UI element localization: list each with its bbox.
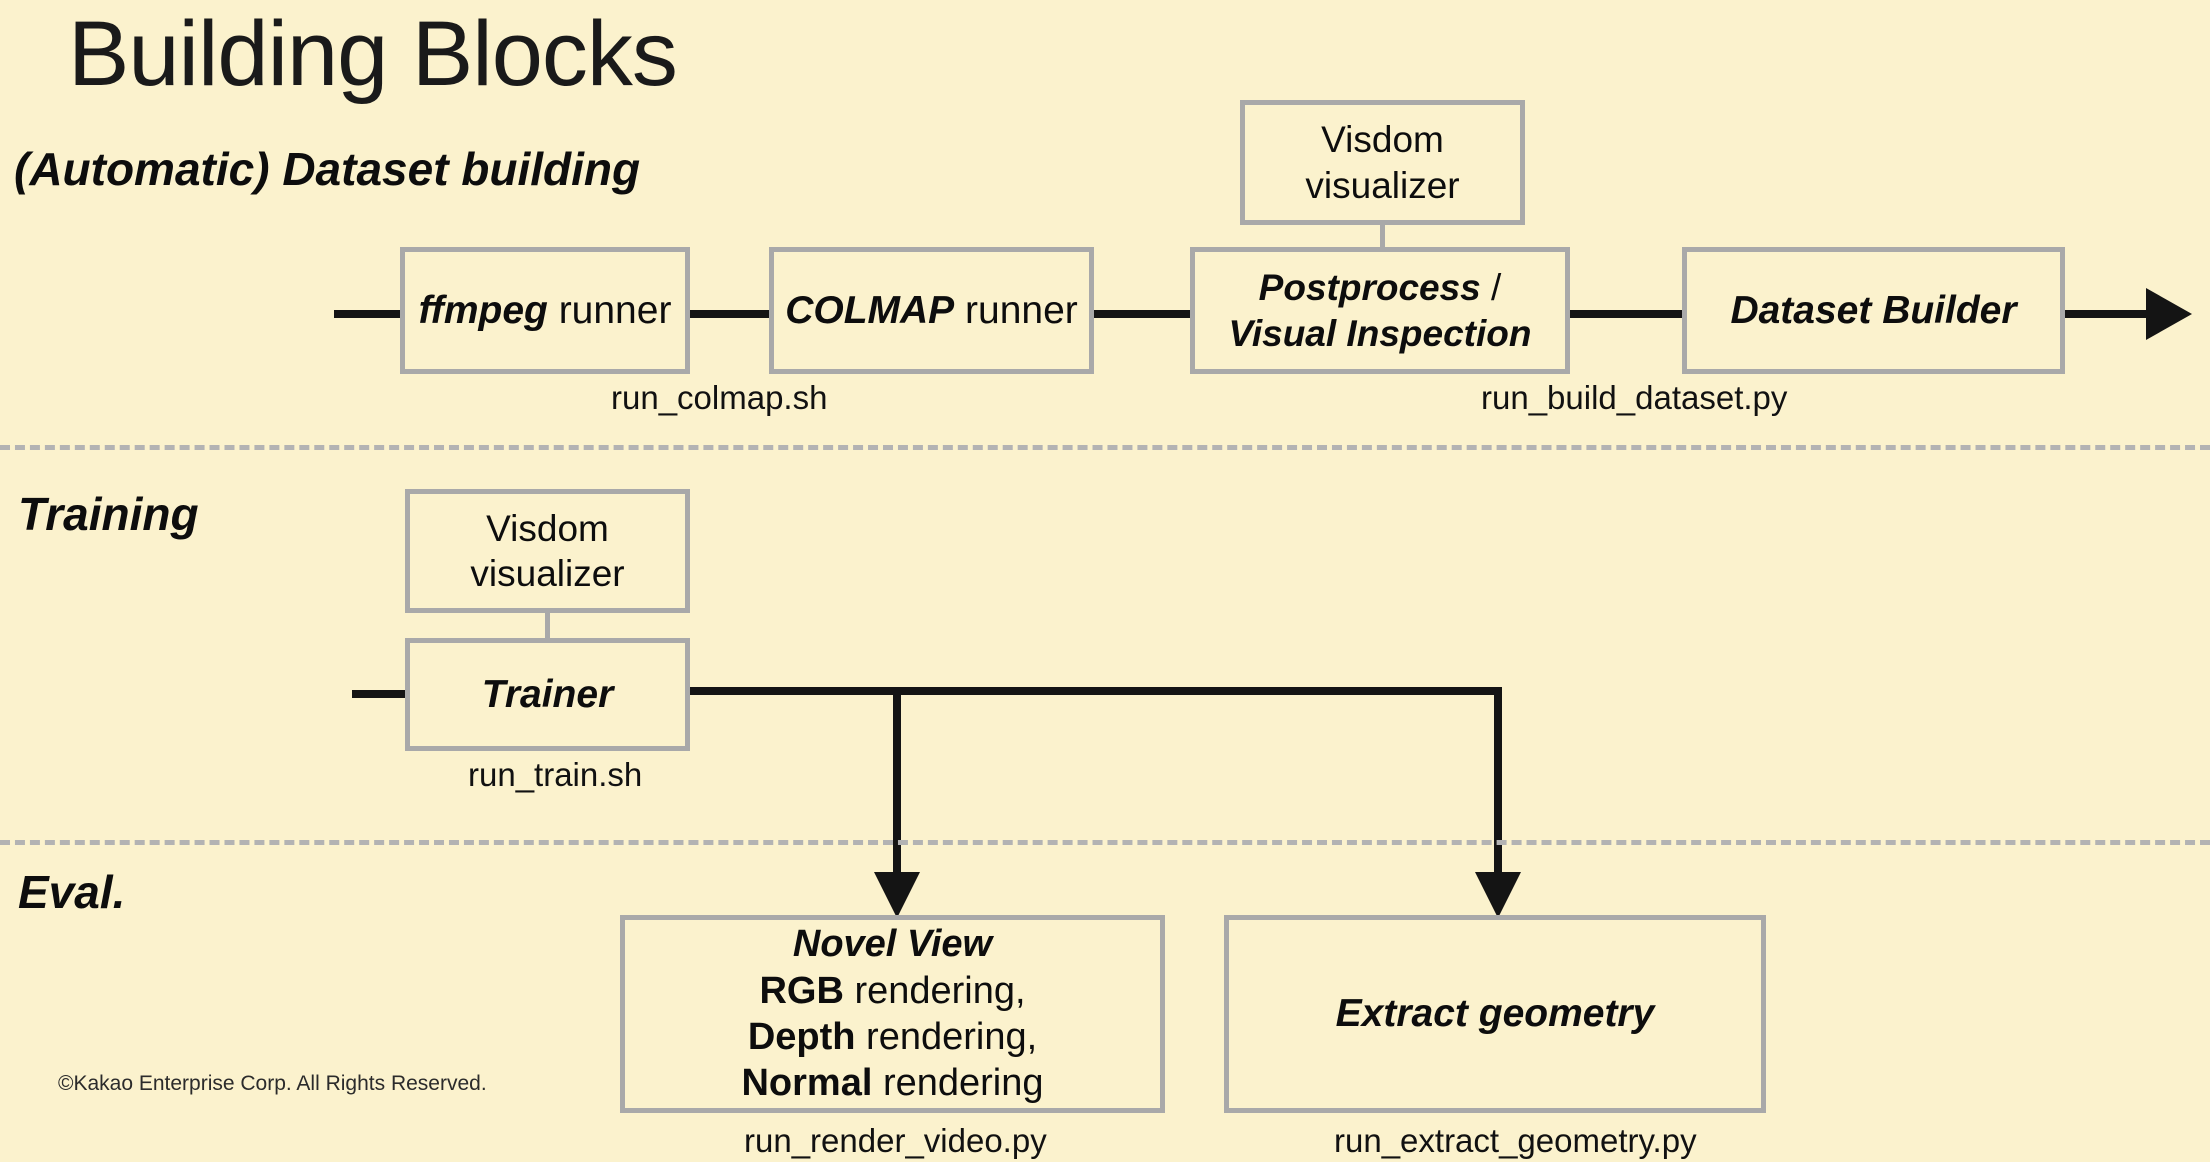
arrowhead-extract-geometry [1475, 872, 1521, 918]
connector-ffmpeg-to-colmap [690, 310, 769, 318]
connector-visdom-to-postprocess [1380, 225, 1385, 249]
section-heading-eval: Eval. [18, 866, 126, 918]
pipeline-exit-line [2065, 310, 2161, 318]
node-ffmpeg-runner[interactable]: ffmpeg runner [400, 247, 690, 374]
novel-view-depth-emph: Depth [747, 1016, 856, 1058]
node-visdom-visualizer-training[interactable]: Visdom visualizer [405, 489, 690, 613]
colmap-rest: runner [954, 288, 1078, 332]
dataset-builder-label: Dataset Builder [1730, 288, 2017, 332]
node-postprocess-visual-inspection[interactable]: Postprocess / Visual Inspection [1190, 247, 1570, 374]
postprocess-slash: / [1480, 267, 1502, 309]
visdom-line2: visualizer [1305, 164, 1460, 206]
caption-run-extract-geometry: run_extract_geometry.py [1334, 1122, 1697, 1159]
section-heading-training: Training [18, 488, 199, 540]
connector-postprocess-to-builder [1570, 310, 1682, 318]
trainer-label: Trainer [481, 672, 614, 716]
connector-visdom-to-trainer [545, 613, 550, 638]
postprocess-emph: Postprocess [1258, 267, 1481, 309]
divider-training-eval [0, 840, 2210, 845]
node-visdom-visualizer-dataset[interactable]: Visdom visualizer [1240, 100, 1525, 225]
node-trainer[interactable]: Trainer [405, 638, 690, 751]
section-heading-dataset-building: (Automatic) Dataset building [14, 143, 641, 195]
novel-view-rgb-rest: rendering, [843, 969, 1026, 1012]
caption-run-colmap: run_colmap.sh [611, 379, 828, 416]
visdom-line1: Visdom [1321, 119, 1444, 161]
node-extract-geometry[interactable]: Extract geometry [1224, 915, 1766, 1113]
connector-colmap-to-postprocess [1094, 310, 1190, 318]
ffmpeg-rest: runner [547, 288, 672, 332]
training-entry-line [352, 690, 405, 698]
copyright-notice: ©Kakao Enterprise Corp. All Rights Reser… [58, 1072, 487, 1095]
novel-view-normal-emph: Normal [741, 1062, 873, 1105]
novel-view-depth-rest: rendering, [855, 1016, 1038, 1058]
branch-down-extract-geometry [1494, 687, 1502, 878]
node-novel-view[interactable]: Novel View RGB rendering, Depth renderin… [620, 915, 1165, 1113]
novel-view-title: Novel View [792, 923, 993, 966]
caption-run-build-dataset: run_build_dataset.py [1481, 379, 1788, 416]
page-title: Building Blocks [68, 3, 678, 105]
visdom-train-line2: visualizer [470, 553, 625, 594]
colmap-emph: COLMAP [785, 288, 955, 332]
visdom-train-line1: Visdom [486, 507, 609, 549]
ffmpeg-emph: ffmpeg [418, 288, 548, 332]
branch-down-novel-view [893, 687, 901, 878]
novel-view-normal-rest: rendering [872, 1062, 1044, 1105]
node-colmap-runner[interactable]: COLMAP runner [769, 247, 1094, 374]
caption-run-render-video: run_render_video.py [744, 1122, 1047, 1159]
trainer-output-bus [690, 687, 1502, 695]
postprocess-line2: Visual Inspection [1228, 312, 1532, 354]
caption-run-train: run_train.sh [468, 756, 643, 793]
novel-view-rgb-emph: RGB [759, 969, 844, 1012]
node-dataset-builder[interactable]: Dataset Builder [1682, 247, 2065, 374]
pipeline-exit-arrowhead [2146, 288, 2192, 340]
pipeline-entry-line [334, 310, 400, 318]
extract-geometry-label: Extract geometry [1335, 992, 1655, 1036]
divider-dataset-training [0, 445, 2210, 450]
arrowhead-novel-view [874, 872, 920, 918]
